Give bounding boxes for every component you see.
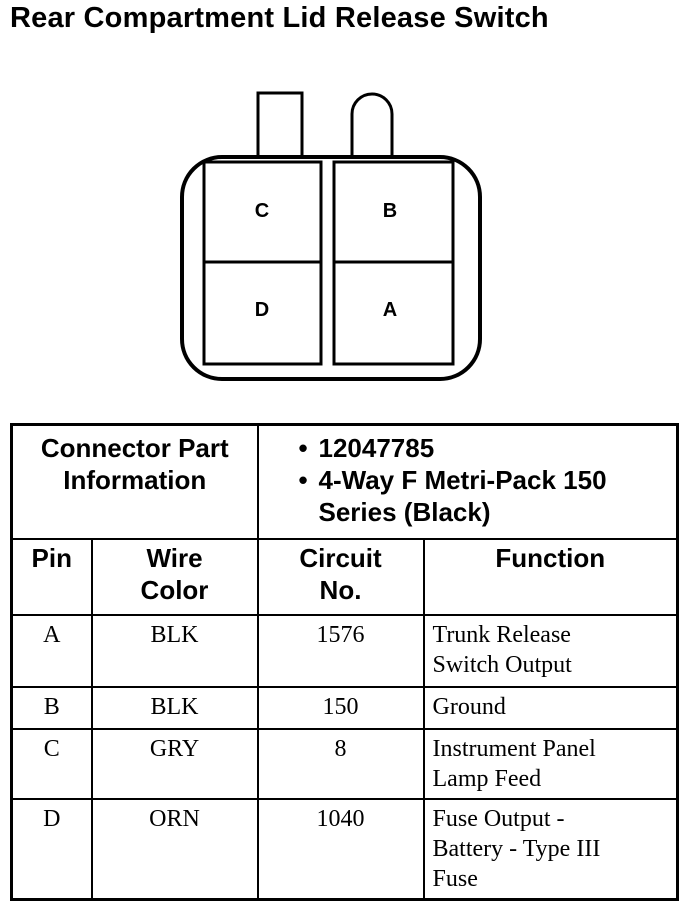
part-description: 4-Way F Metri-Pack 150: [318, 465, 607, 495]
header-circuit-label: Circuit: [299, 543, 382, 573]
cavity-label-b: B: [383, 200, 397, 222]
header-pin-label: Pin: [31, 543, 72, 573]
part-info-label-line1: Connector Part: [40, 433, 229, 463]
function-line: Trunk Release: [432, 622, 571, 648]
connector-info-table: Connector Part Information • 12047785 • 4-…: [10, 423, 680, 901]
header-circuit: Circuit No.: [256, 538, 425, 616]
pin-cell: A: [10, 614, 93, 688]
table-row: A BLK 1576 Trunk Release Switch Output: [10, 614, 679, 688]
header-no-label: No.: [319, 575, 362, 605]
connector-face-diagram: C B D A: [180, 91, 482, 381]
function-cell: Fuse Output - Battery - Type III Fuse: [422, 798, 679, 901]
part-info-label-line2: Information: [63, 465, 207, 495]
header-wire-color: Wire Color: [90, 538, 259, 616]
table-row: D ORN 1040 Fuse Output - Battery - Type …: [10, 798, 679, 901]
function-line: Ground: [432, 694, 506, 720]
connector-tab-left: [256, 91, 304, 160]
part-info-value-cell: • 12047785 • 4-Way F Metri-Pack 150 Series…: [256, 423, 679, 540]
pin-cell: C: [10, 728, 93, 800]
wire-color-cell: ORN: [90, 798, 259, 901]
cavity-label-a: A: [383, 299, 397, 321]
function-line: Instrument Panel: [432, 736, 596, 762]
function-line: Fuse: [432, 866, 478, 892]
function-line: Fuse Output -: [432, 806, 565, 832]
function-line: Switch Output: [432, 652, 572, 678]
function-cell: Instrument Panel Lamp Feed: [422, 728, 679, 800]
cavity-d: [202, 260, 323, 366]
header-pin: Pin: [10, 538, 93, 616]
table-row: C GRY 8 Instrument Panel Lamp Feed: [10, 728, 679, 800]
circuit-cell: 1040: [256, 798, 425, 901]
part-info-row: Connector Part Information • 12047785 • 4-…: [10, 423, 679, 540]
circuit-cell: 8: [256, 728, 425, 800]
bullet-icon: •: [298, 433, 308, 463]
part-info-label-cell: Connector Part Information: [10, 423, 259, 540]
column-header-row: Pin Wire Color Circuit No. Function: [10, 538, 679, 616]
bullet-icon: •: [298, 465, 308, 495]
header-function-label: Function: [495, 543, 606, 573]
wire-color-cell: GRY: [90, 728, 259, 800]
header-function: Function: [422, 538, 679, 616]
circuit-cell: 150: [256, 686, 425, 730]
circuit-cell: 1576: [256, 614, 425, 688]
wire-color-cell: BLK: [90, 686, 259, 730]
pin-cell: B: [10, 686, 93, 730]
diagram-title: Rear Compartment Lid Release Switch: [10, 2, 549, 34]
pin-cell: D: [10, 798, 93, 901]
cavity-b: [332, 160, 455, 264]
table-row: B BLK 150 Ground: [10, 686, 679, 730]
function-line: Lamp Feed: [432, 766, 542, 792]
function-line: Battery - Type III: [432, 836, 601, 862]
header-color-label: Color: [140, 575, 209, 605]
cavity-label-d: D: [255, 299, 269, 321]
function-cell: Ground: [422, 686, 679, 730]
cavity-a: [332, 260, 455, 366]
part-number: 12047785: [318, 433, 435, 463]
part-description-cont: Series (Black): [318, 497, 491, 527]
function-cell: Trunk Release Switch Output: [422, 614, 679, 688]
connector-tab-right: [350, 92, 394, 160]
header-wire-label: Wire: [146, 543, 203, 573]
wire-color-cell: BLK: [90, 614, 259, 688]
cavity-label-c: C: [255, 200, 269, 222]
